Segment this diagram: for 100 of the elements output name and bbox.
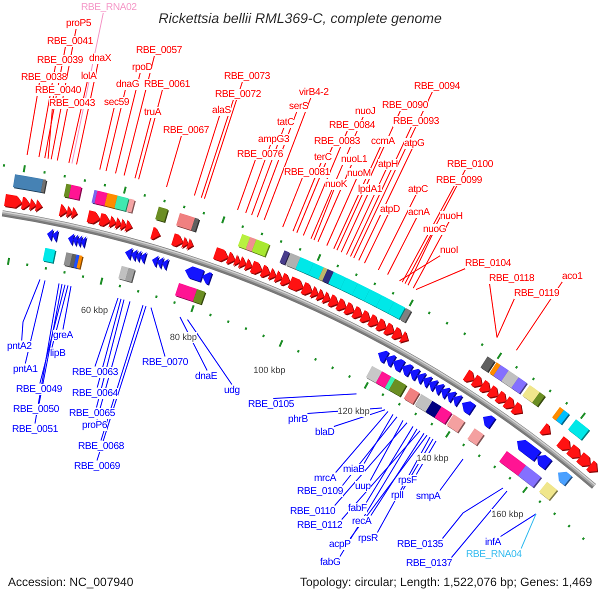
gene-label: RBE_0073	[224, 70, 270, 82]
gene-label: RBE_0038	[21, 72, 67, 82]
gene-label: RBE_0093	[393, 116, 439, 126]
gene-label: acnA	[408, 206, 430, 218]
gene-label: nuoI	[440, 244, 458, 256]
gene-label: dnaX	[89, 52, 112, 64]
gene-label: truA	[144, 106, 162, 118]
scale-label: 100 kbp	[253, 365, 286, 376]
gene-label: RBE_0050	[13, 404, 59, 414]
diagram-title: Rickettsia bellii RML369-C, complete genome	[158, 10, 442, 26]
leader-line	[387, 217, 418, 276]
gene-label: RBE_0067	[163, 124, 209, 136]
gene-label: ampG3	[258, 134, 290, 144]
leader-line	[314, 189, 334, 241]
gene-label: rpsF	[398, 474, 417, 486]
scale-label: 120 kbp	[338, 406, 370, 417]
leader-line	[194, 115, 220, 196]
leader-line	[341, 430, 420, 520]
gene-label: RBE_RNA04	[466, 548, 522, 560]
gene-label: rpoD	[132, 62, 152, 72]
gene-label: RBE_0061	[144, 78, 190, 90]
leader-line	[115, 72, 141, 174]
leader-line	[94, 298, 118, 367]
gene-label: RBE_RNA02	[81, 2, 137, 12]
gene-label: RBE_0065	[69, 408, 115, 418]
leader-line	[264, 97, 312, 220]
leader-line	[520, 513, 536, 549]
gene-label: nuoM	[347, 168, 371, 178]
leader-line	[364, 214, 389, 264]
gene-label: virB4-2	[299, 86, 329, 98]
leader-line	[21, 278, 40, 341]
leader-line	[106, 89, 126, 172]
gene-label: RBE_0119	[514, 288, 560, 298]
leader-line	[318, 164, 352, 242]
gene-label: miaB	[343, 464, 365, 474]
leader-line	[489, 283, 498, 338]
leader-line	[237, 159, 256, 210]
gene-label: RBE_0068	[78, 440, 124, 452]
gene-label: RBE_0109	[297, 486, 343, 496]
gene-label: nuoL1	[341, 154, 368, 164]
gene-label: RBE_0043	[49, 98, 95, 108]
gene-label: sec59	[104, 96, 130, 108]
scale-label: 80 kbp	[170, 332, 197, 343]
leader-line	[51, 284, 68, 348]
gene-label: fabF	[348, 502, 367, 514]
leader-line	[439, 458, 464, 491]
gene-label: pntA1	[13, 364, 38, 374]
gene-label: terC	[314, 152, 332, 162]
gene-label: proP6	[82, 420, 108, 430]
gene-label: recA	[352, 516, 372, 526]
gene-label: nuoJ	[355, 106, 376, 116]
leader-line	[296, 146, 333, 234]
gene-label: RBE_0069	[74, 460, 120, 472]
accession-note: Accession: NC_007940	[8, 575, 134, 589]
gene-label: RBE_0070	[142, 356, 188, 368]
gene-label: tatC	[277, 116, 294, 128]
leader-line	[68, 81, 88, 164]
leader-line	[166, 135, 182, 188]
gene-label: proP5	[66, 18, 92, 28]
gene-label: smpA	[416, 490, 440, 502]
gene-label: lolA	[81, 70, 96, 82]
leader-line	[302, 130, 348, 236]
leader-line	[358, 148, 413, 261]
leader-line	[350, 126, 412, 257]
gene-label: dnaE	[195, 370, 218, 382]
scale-label: 140 kbp	[416, 453, 449, 464]
gene-label: phrB	[288, 414, 308, 424]
leader-line	[370, 420, 404, 481]
gene-label: atpD	[380, 204, 400, 214]
gene-label: RBE_0112	[297, 520, 342, 530]
gene-label: RBE_0040	[35, 84, 81, 96]
gene-label: RBE_0064	[72, 388, 118, 398]
gene-label: mrcA	[314, 472, 336, 484]
gene-label: serS	[289, 100, 308, 112]
gene-label: RBE_0083	[314, 136, 360, 146]
leader-line	[200, 99, 234, 198]
leader-line	[56, 108, 68, 162]
gene-label: nuoK	[325, 178, 348, 190]
leader-line	[138, 89, 163, 180]
gene-label: nuoH	[440, 210, 463, 222]
gene-label: atpH	[378, 158, 398, 170]
gene-label: aco1	[562, 270, 582, 282]
gene-label: nuoG	[423, 224, 446, 234]
scale-label: 60 kbp	[81, 305, 108, 316]
gene-label: RBE_0049	[16, 384, 62, 394]
gene-label: greA	[53, 330, 73, 340]
gene-label: RBE_0094	[414, 80, 460, 92]
leader-line	[326, 178, 358, 246]
leader-line	[496, 298, 515, 338]
gene-label: rpsR	[358, 532, 378, 544]
gene-label: fabG	[320, 556, 340, 568]
gene-label: RBE_0041	[47, 36, 93, 46]
gene-label: RBE_0081	[284, 166, 330, 178]
gene-label: RBE_0099	[436, 174, 482, 186]
leader-line	[416, 268, 466, 290]
gene-label: udg	[224, 384, 240, 396]
leader-line	[370, 432, 424, 516]
leader-line	[150, 307, 166, 357]
leader-line	[24, 280, 46, 364]
scale-label: 160 kbp	[491, 508, 524, 520]
